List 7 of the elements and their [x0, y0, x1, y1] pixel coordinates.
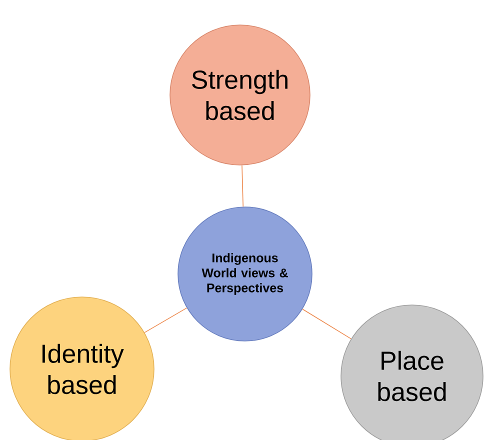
connector-line [144, 308, 188, 333]
circle-node: Strength based [170, 24, 310, 166]
connector-line [302, 308, 352, 340]
connector-line [242, 164, 244, 208]
circle-node: Indigenous World views & Perspectives [178, 206, 312, 342]
circle-node: Identity based [10, 296, 154, 440]
circle-node: Place based [340, 304, 484, 440]
